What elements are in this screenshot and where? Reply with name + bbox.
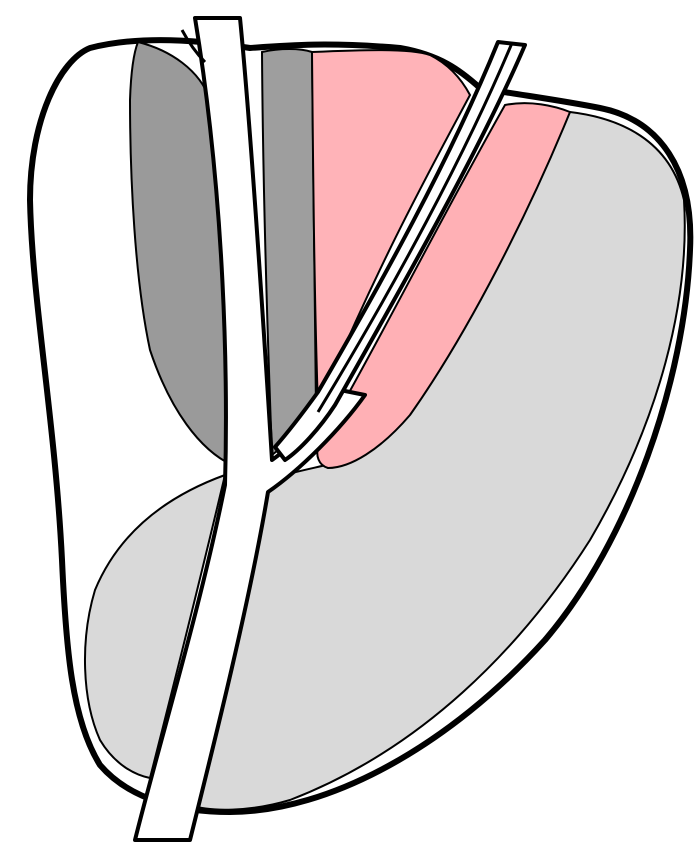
dark-gray-region-right [262, 49, 316, 455]
